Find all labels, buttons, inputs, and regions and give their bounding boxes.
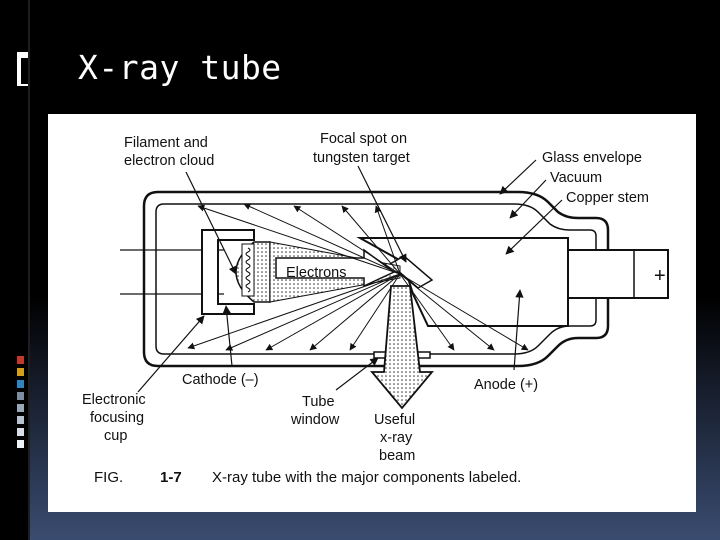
slide-edge (28, 0, 30, 540)
caption-text: X-ray tube with the major components lab… (212, 469, 521, 486)
figure-panel: + Filament and electron cloud Focal spot… (48, 114, 696, 512)
label-filament-line2: electron cloud (124, 153, 214, 169)
label-electrons: Electrons (286, 265, 346, 281)
label-focusing-line2: focusing (90, 410, 144, 426)
label-filament-line1: Filament and (124, 135, 208, 151)
title-bullet-inner (21, 58, 28, 84)
filament-coil (245, 247, 251, 293)
color-stripe (17, 356, 24, 364)
label-copper-stem: Copper stem (566, 190, 649, 206)
color-stripe (17, 404, 24, 412)
color-stripe (17, 368, 24, 376)
radiation-rays (187, 203, 529, 351)
label-tube-window-line1: Tube (302, 394, 335, 410)
label-pointers (137, 159, 563, 393)
label-focusing-line1: Electronic (82, 392, 146, 408)
label-glass-envelope: Glass envelope (542, 150, 642, 166)
color-stripe (17, 392, 24, 400)
color-stripe (17, 380, 24, 388)
label-focusing-line3: cup (104, 428, 127, 444)
x-ray-tube-diagram: + Filament and electron cloud Focal spot… (82, 131, 669, 486)
filament (241, 243, 255, 297)
color-stripe (17, 428, 24, 436)
label-vacuum: Vacuum (550, 170, 602, 186)
label-beam-line2: x-ray (380, 430, 413, 446)
electrons-arrow (275, 248, 396, 288)
label-tube-window-line2: window (290, 412, 340, 428)
caption-fig: FIG. (94, 469, 123, 486)
left-bar (0, 0, 28, 540)
copper-stem (567, 249, 669, 299)
glass-envelope-outer (142, 190, 610, 368)
label-beam-line1: Useful (374, 412, 415, 428)
label-focal-spot-line1: Focal spot on (320, 131, 407, 147)
label-anode: Anode (+) (474, 377, 538, 393)
decorative-color-stripes (17, 356, 24, 468)
caption-number: 1-7 (160, 469, 182, 486)
color-stripe (17, 416, 24, 424)
glass-envelope-inner (155, 203, 597, 355)
label-focal-spot-line2: tungsten target (313, 150, 410, 166)
useful-xray-beam-arrow (370, 285, 434, 410)
color-stripe (17, 440, 24, 448)
slide-title: X-ray tube (78, 48, 282, 87)
focusing-cup (201, 229, 255, 315)
label-cathode: Cathode (–) (182, 372, 259, 388)
plus-terminal-label: + (654, 265, 666, 287)
label-beam-line3: beam (379, 448, 415, 464)
